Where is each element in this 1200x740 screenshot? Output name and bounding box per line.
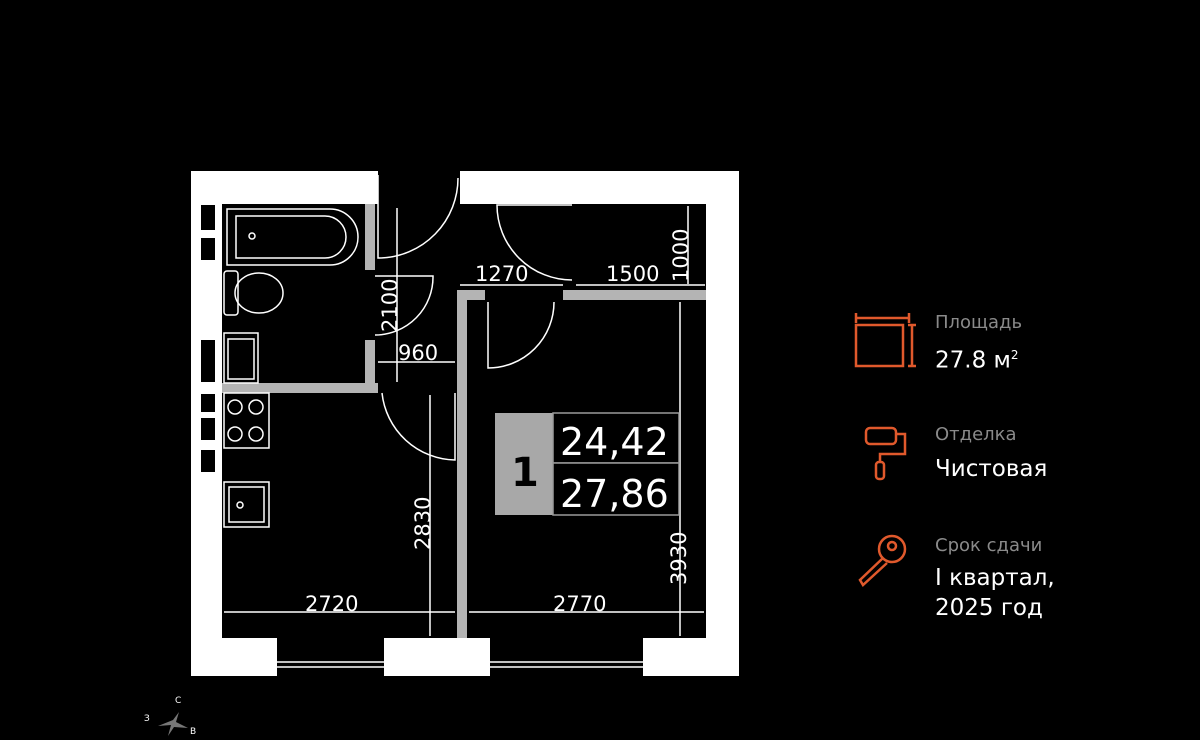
dim-room-height: 3930 bbox=[667, 532, 691, 585]
delivery-label: Срок сдачи bbox=[935, 535, 1043, 556]
area-unit-sup: 2 bbox=[1010, 348, 1019, 362]
window-room bbox=[490, 638, 643, 676]
area-icon bbox=[854, 313, 916, 368]
finish-label: Отделка bbox=[935, 424, 1017, 445]
area-value: 27.8 м2 bbox=[935, 340, 1019, 376]
dim-bath-height: 2100 bbox=[378, 279, 402, 332]
stove bbox=[223, 392, 270, 449]
total-area: 27,86 bbox=[560, 472, 669, 516]
doors bbox=[374, 175, 573, 461]
bathtub-drain bbox=[248, 232, 256, 240]
dim-hall-width: 1500 bbox=[606, 262, 659, 286]
area-value-number: 27.8 м bbox=[935, 347, 1011, 374]
compass-west: З bbox=[144, 714, 150, 724]
key-icon bbox=[858, 534, 907, 587]
paint-roller-icon bbox=[864, 426, 907, 481]
dim-room-width: 2770 bbox=[553, 592, 606, 616]
dim-kitchen-width: 2720 bbox=[305, 592, 358, 616]
bathtub bbox=[226, 208, 359, 266]
delivery-value-line2: 2025 год bbox=[935, 595, 1043, 621]
partitions bbox=[222, 204, 706, 638]
bathroom-sink bbox=[223, 332, 259, 384]
living-area: 24,42 bbox=[560, 420, 669, 464]
dim-kitchen-height: 2830 bbox=[411, 497, 435, 550]
compass-star-icon bbox=[158, 712, 188, 736]
rooms-count: 1 bbox=[511, 450, 539, 496]
toilet bbox=[223, 270, 284, 316]
window-kitchen bbox=[277, 638, 384, 676]
entrance-opening bbox=[378, 171, 460, 205]
delivery-value-line1: I квартал, bbox=[935, 565, 1055, 591]
compass-east: В bbox=[190, 727, 197, 737]
compass-north: С bbox=[175, 696, 182, 706]
compass: С З В bbox=[140, 690, 200, 740]
area-label-text: Площадь bbox=[935, 312, 1023, 333]
dim-door-width: 1270 bbox=[475, 262, 528, 286]
left-wall-marks bbox=[201, 205, 215, 472]
dim-hall-depth: 1000 bbox=[669, 229, 693, 282]
kitchen-sink bbox=[223, 481, 270, 528]
dimension-lines bbox=[224, 206, 705, 636]
dim-corridor-width: 960 bbox=[398, 341, 438, 365]
finish-value: Чистовая bbox=[935, 456, 1048, 482]
area-label: 1 24,42 27,86 bbox=[495, 412, 680, 516]
